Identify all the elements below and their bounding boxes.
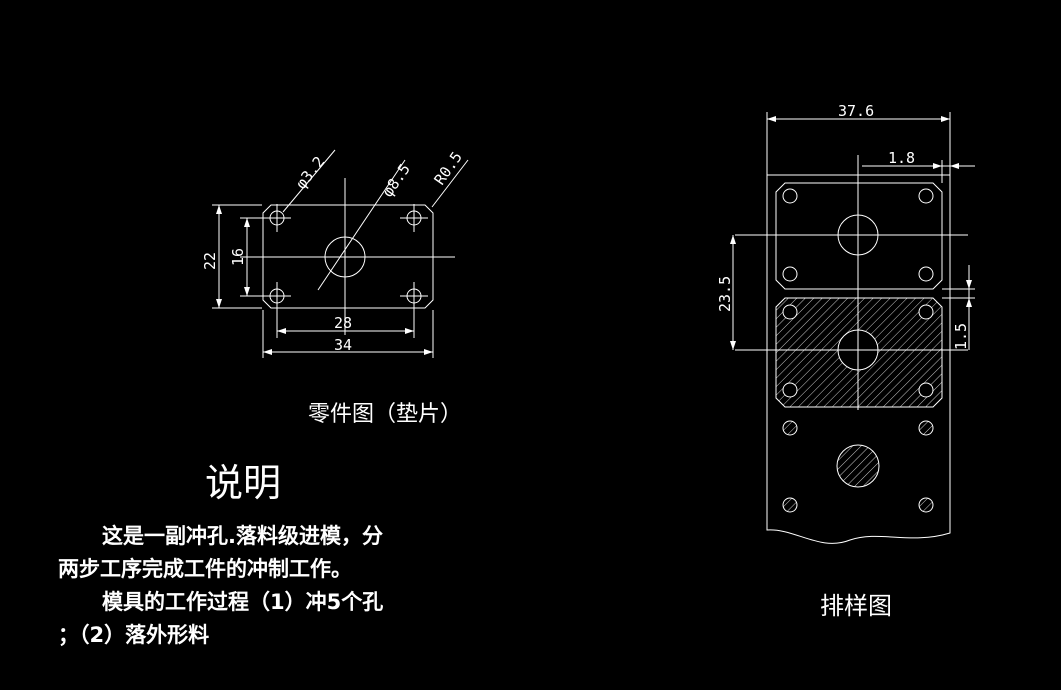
dim-corner-radius: R0.5 bbox=[431, 148, 466, 188]
description-line-1: 这是一副冲孔.落料级进模，分 bbox=[102, 524, 383, 548]
dim-strip-width: 37.6 bbox=[838, 102, 874, 120]
dim-side-margin: 1.8 bbox=[888, 149, 915, 167]
dim-center-hole-dia: φ8.5 bbox=[379, 160, 414, 200]
pierce-hole bbox=[836, 444, 880, 488]
part-outline bbox=[262, 204, 434, 309]
part-drawing-title: 零件图（垫片） bbox=[308, 402, 462, 427]
layout-drawing-title: 排样图 bbox=[820, 592, 892, 620]
description-line-3: 模具的工作过程（1）冲5个孔 bbox=[102, 590, 384, 614]
part-drawing bbox=[212, 149, 469, 358]
dim-pitch: 23.5 bbox=[716, 276, 734, 312]
description-line-2: 两步工序完成工件的冲制工作。 bbox=[58, 557, 352, 581]
part-arrows bbox=[216, 205, 433, 355]
strip-layout bbox=[732, 112, 975, 544]
layout-arrows bbox=[730, 116, 972, 350]
dim-width-outer: 34 bbox=[334, 336, 352, 354]
strip-outline bbox=[766, 174, 951, 544]
dim-width-inner: 28 bbox=[334, 314, 352, 332]
description-line-4: ；（2）落外形料 bbox=[58, 623, 210, 647]
dim-height-inner: 16 bbox=[229, 248, 247, 266]
dim-gap: 1.5 bbox=[952, 323, 970, 350]
blank-outline bbox=[775, 182, 943, 290]
dim-height-outer: 22 bbox=[201, 252, 219, 270]
description-text: 这是一副冲孔.落料级进模，分 两步工序完成工件的冲制工作。 模具的工作过程（1）… bbox=[58, 520, 458, 652]
dim-hole-dia: φ3.2 bbox=[292, 153, 328, 193]
description-heading: 说明 bbox=[205, 461, 281, 505]
